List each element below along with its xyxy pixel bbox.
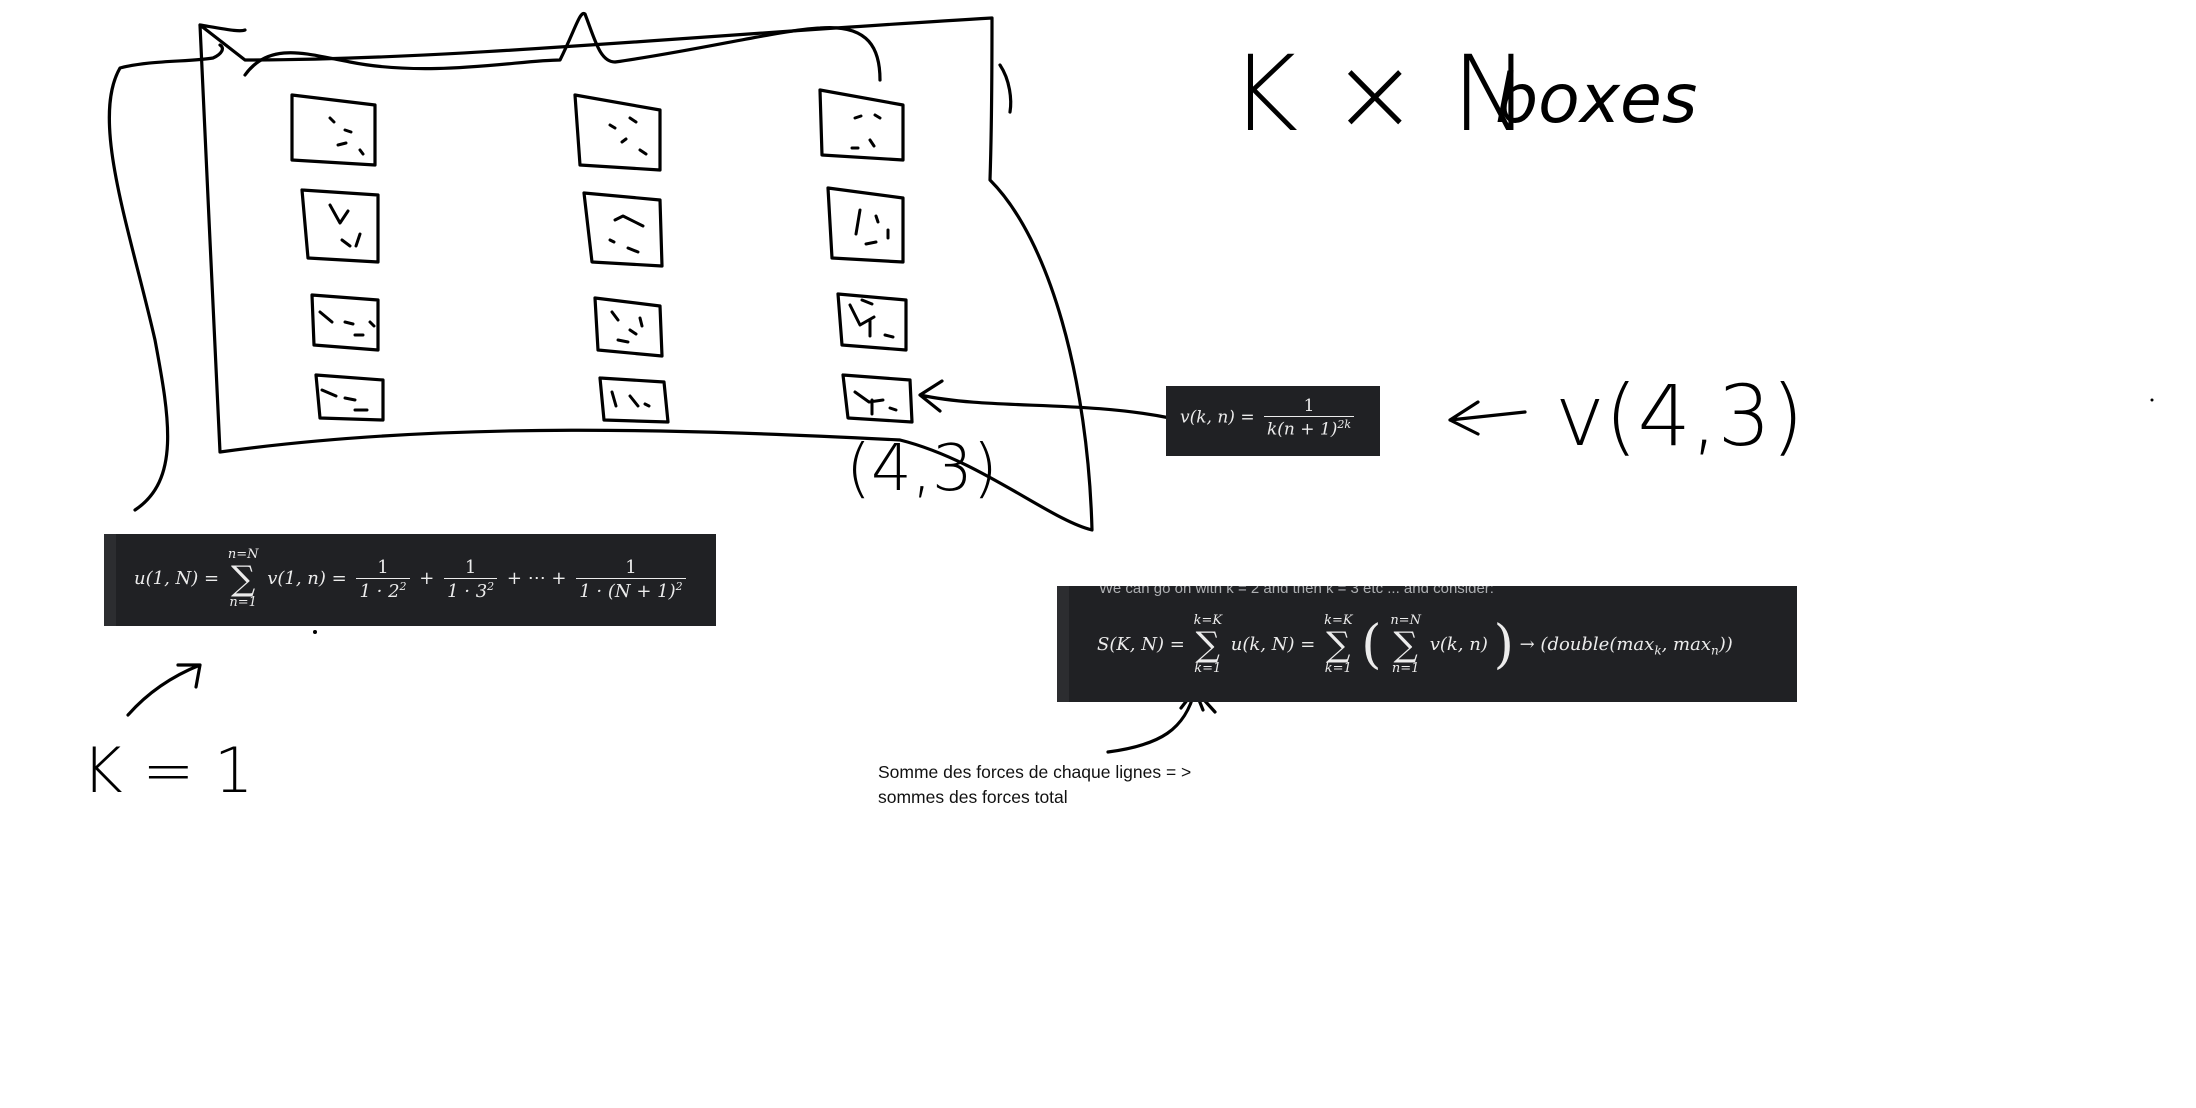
cell-label: (4,3): [846, 432, 998, 506]
formula-v-fraction: 1 k(n + 1)2k: [1263, 396, 1355, 440]
arrow-to-cell: [918, 379, 1172, 420]
sheet-outline: [198, 16, 1094, 532]
formula-u-panel: u(1, N) = n=N ∑ n=1 v(1, n) = 1 1 · 22 +…: [104, 534, 716, 626]
fraction-3: 1 1 · (N + 1)2: [576, 557, 686, 602]
formula-u: u(1, N) = n=N ∑ n=1 v(1, n) = 1 1 · 22 +…: [134, 548, 690, 610]
sum-note-line2: sommes des forces total: [878, 787, 1068, 807]
clipped-sentence: We can go on with k = 2 and then k = 3 e…: [1099, 586, 1494, 597]
row-label: K = 1: [82, 734, 253, 807]
fraction-2: 1 1 · 32: [444, 557, 498, 602]
sheet-left-fold: [107, 43, 224, 512]
sum-note-line1: Somme des forces de chaque lignes = >: [878, 762, 1192, 782]
sum-k-outer: k=K ∑ k=1: [1193, 613, 1223, 676]
fraction-1: 1 1 · 22: [356, 557, 410, 602]
box-grid: [290, 88, 914, 424]
formula-u-dots: + ⋯ +: [506, 568, 567, 589]
panel-margin: [104, 534, 116, 626]
stray-dot: [313, 630, 317, 634]
title-word: boxes: [1495, 60, 1697, 139]
formula-s: S(K, N) = k=K ∑ k=1 u(k, N) = k=K ∑ k=1 …: [1097, 613, 1733, 676]
arrow-row: [126, 663, 202, 717]
formula-s-term2: v(k, n): [1429, 634, 1488, 655]
sum-n-inner: n=N ∑ n=1: [1390, 613, 1421, 676]
formula-v-num: 1: [1303, 396, 1315, 416]
arrow-cell-ref: [1448, 400, 1527, 436]
formula-s-result: → (double(max: [1519, 634, 1655, 655]
formula-v-panel: v(k, n) = 1 k(n + 1)2k: [1166, 386, 1380, 456]
formula-s-lhs: S(K, N) =: [1097, 634, 1185, 655]
sheet-right-fold: [998, 63, 1013, 114]
title-formula: K × N: [1230, 33, 1529, 155]
formula-u-term: v(1, n) =: [267, 568, 347, 589]
cell-ref: v(4,3): [1555, 367, 1804, 465]
formula-v-den: k(n + 1)2k: [1263, 416, 1355, 440]
formula-s-panel: We can go on with k = 2 and then k = 3 e…: [1057, 586, 1797, 702]
formula-s-term1: u(k, N) =: [1230, 634, 1316, 655]
panel-margin: [1057, 586, 1069, 702]
sum-n: n=N ∑ n=1: [227, 547, 259, 610]
formula-v-lhs: v(k, n) =: [1180, 407, 1255, 428]
sum-k-inner: k=K ∑ k=1: [1324, 613, 1353, 676]
sheet-wave-top: [243, 11, 882, 82]
formula-v: v(k, n) = 1 k(n + 1)2k: [1180, 396, 1358, 440]
stray-dot-right: [2150, 398, 2154, 402]
formula-u-lhs: u(1, N) =: [134, 568, 220, 589]
box-contents: [318, 113, 898, 416]
sum-note: Somme des forces de chaque lignes = > so…: [878, 760, 1191, 810]
